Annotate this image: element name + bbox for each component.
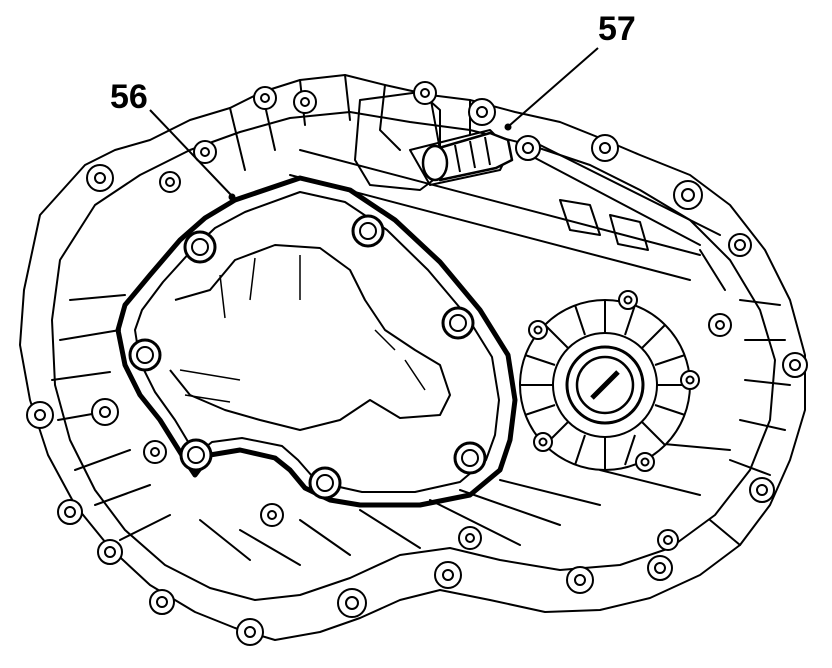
callout-label-56: 56 — [110, 78, 148, 116]
leader-dot-57 — [504, 123, 512, 131]
differential-flange — [519, 290, 700, 472]
transmission-housing — [19, 74, 806, 641]
housing-bolt-bosses — [26, 81, 808, 646]
leader-lines — [149, 47, 599, 197]
leader-line-56 — [149, 109, 233, 197]
leader-line-57 — [509, 47, 599, 126]
breather-fitting — [421, 131, 514, 182]
callout-label-57: 57 — [598, 10, 636, 48]
cover-bolts — [128, 214, 487, 500]
leader-dot-56 — [228, 193, 236, 201]
cover-gasket — [115, 175, 518, 508]
